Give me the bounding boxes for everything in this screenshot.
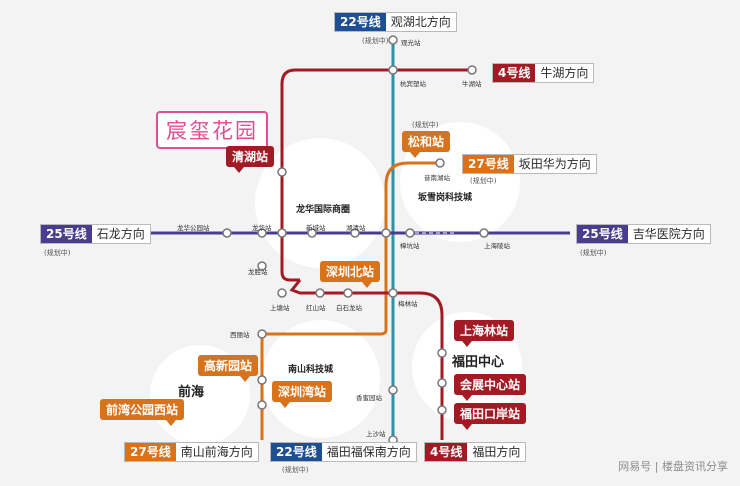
station-dot — [257, 375, 267, 385]
line-direction: 福田方向 — [472, 445, 521, 459]
area-label-futian: 福田中心 — [452, 355, 505, 370]
station-dot — [388, 288, 398, 298]
station-tag-gaoxinyuan[interactable]: 高新园站 — [198, 355, 259, 382]
line-direction: 南山前海方向 — [180, 445, 253, 459]
station-dot — [315, 288, 325, 298]
line25-jihua-label[interactable]: 25号线 吉华医院方向 — [576, 224, 711, 244]
line4-niuhu-label[interactable]: 4号线 牛湖方向 — [492, 63, 595, 83]
station-name: 梅林站 — [398, 300, 418, 308]
line4-futian-label[interactable]: 4号线 福田方向 — [424, 442, 527, 462]
line-number: 22号线 — [271, 443, 322, 461]
station-dot — [277, 167, 287, 177]
line-direction: 牛湖方向 — [540, 66, 589, 80]
station-dot — [257, 329, 267, 339]
songhe-note: (规划中) — [412, 121, 439, 129]
station-dot — [277, 228, 287, 238]
line-number: 27号线 — [125, 443, 176, 461]
line-direction: 观湖北方向 — [390, 15, 451, 29]
station-dot — [388, 65, 398, 75]
station-name: 上沙站 — [366, 430, 386, 438]
station-tag-shanghailin[interactable]: 上海林站 — [454, 320, 515, 347]
station-name: 上塘站 — [270, 304, 290, 312]
station-tag-futiankouan[interactable]: 福田口岸站 — [454, 403, 527, 430]
line22-south-note: (规划中) — [282, 466, 309, 474]
line-number: 4号线 — [493, 64, 536, 82]
station-tag-qinghu[interactable]: 清湖站 — [226, 146, 275, 173]
station-name: 牛湖站 — [462, 80, 482, 88]
line25-jihua-note: (规划中) — [580, 249, 607, 257]
station-dot — [435, 158, 445, 168]
station-dot — [381, 228, 391, 238]
station-name: 龙华公园站 — [177, 224, 210, 232]
line-number: 22号线 — [335, 13, 386, 31]
line-direction: 福田福保南方向 — [326, 445, 411, 459]
station-dot — [479, 228, 489, 238]
line27-bantian-note: (规划中) — [470, 177, 497, 185]
line25-shilong-label[interactable]: 25号线 石龙方向 — [40, 224, 151, 244]
station-name: 红山站 — [306, 304, 326, 312]
area-label-bantian: 坂雪岗科技城 — [418, 193, 473, 203]
line-number: 4号线 — [425, 443, 468, 461]
station-name: 龙华站 — [252, 224, 272, 232]
line25-shilong-note: (规划中) — [44, 249, 71, 257]
station-tag-qianwan[interactable]: 前湾公园西站 — [100, 399, 185, 426]
line4-upper-path — [280, 68, 472, 282]
station-tag-huizhan[interactable]: 会展中心站 — [454, 374, 527, 401]
area-circle-nanshan — [262, 320, 380, 438]
station-name: 香蜜园站 — [356, 394, 382, 402]
area-circle-longhua — [255, 138, 385, 268]
station-dot — [405, 228, 415, 238]
station-name: 西丽站 — [230, 331, 250, 339]
station-name: 樟坑站 — [400, 242, 420, 250]
line27-bantian-label[interactable]: 27号线 坂田华为方向 — [462, 154, 597, 174]
line-number: 25号线 — [41, 225, 92, 243]
station-name: 新城站 — [306, 224, 326, 232]
line-direction: 石龙方向 — [96, 227, 145, 241]
station-dot — [437, 405, 447, 415]
station-name: 白石龙站 — [336, 304, 362, 312]
line22-north-note: (规划中) — [362, 37, 389, 45]
station-dots — [222, 35, 489, 445]
line-direction: 吉华医院方向 — [632, 227, 705, 241]
station-name: 上海陵站 — [484, 242, 510, 250]
station-dot — [350, 228, 360, 238]
line22-north-label[interactable]: 22号线 观湖北方向 — [334, 12, 457, 32]
station-tag-shenzhenwan[interactable]: 深圳湾站 — [272, 381, 333, 408]
area-label-nanshan: 南山科技城 — [288, 365, 334, 375]
line-direction: 坂田华为方向 — [518, 157, 591, 171]
station-tag-shenzhenbei[interactable]: 深圳北站 — [320, 261, 381, 288]
station-dot — [388, 35, 398, 45]
station-dot — [277, 288, 287, 298]
station-dot — [437, 378, 447, 388]
station-name: 湖清站 — [346, 224, 366, 232]
station-dot — [257, 400, 267, 410]
station-tag-songhe[interactable]: 松和站 — [402, 131, 451, 158]
watermark: 网易号 | 楼盘资讯分享 — [618, 460, 728, 473]
station-dot — [388, 385, 398, 395]
station-name: 观光站 — [401, 39, 421, 47]
station-dot — [343, 288, 353, 298]
line22-south-label[interactable]: 22号线 福田福保南方向 — [270, 442, 417, 462]
station-name: 音南湖站 — [424, 174, 450, 182]
station-dot — [257, 228, 267, 238]
line-number: 27号线 — [463, 155, 514, 173]
station-name: 龙胜站 — [248, 268, 268, 276]
station-dot — [222, 228, 232, 238]
station-dot — [437, 348, 447, 358]
line27-nanshan-label[interactable]: 27号线 南山前海方向 — [124, 442, 259, 462]
area-label-longhua: 龙华国际商圈 — [296, 205, 351, 215]
line-number: 25号线 — [577, 225, 628, 243]
station-dot — [467, 65, 477, 75]
station-dot — [307, 228, 317, 238]
project-title: 宸玺花园 — [156, 111, 268, 149]
station-name: 杭宾塑站 — [400, 80, 426, 88]
station-dot — [257, 261, 267, 271]
area-label-qianhai: 前海 — [178, 385, 205, 400]
